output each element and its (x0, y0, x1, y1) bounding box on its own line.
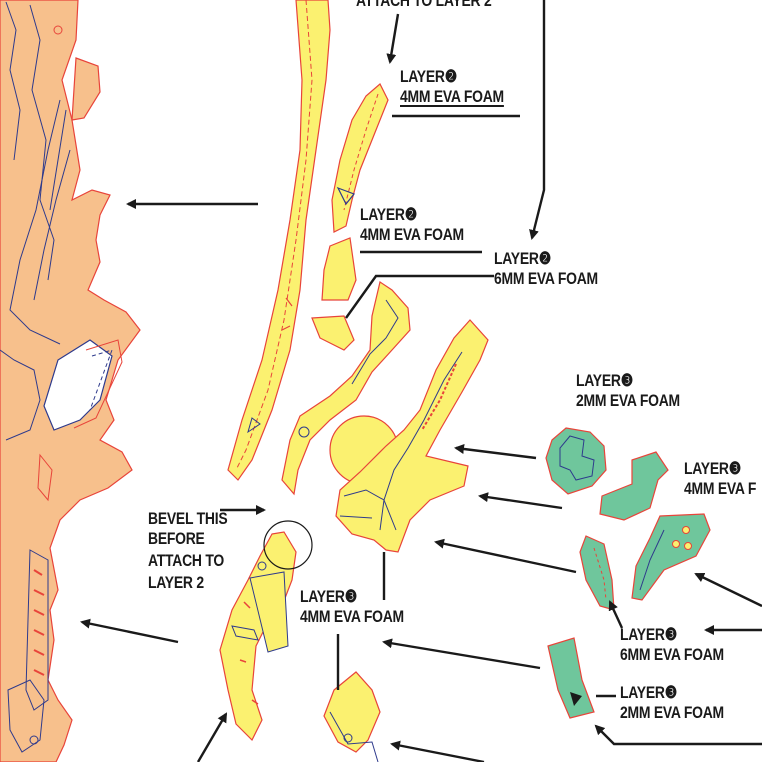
layer2-curved-piece (331, 83, 389, 233)
layer2-4mm-label-a: 4MM EVA FOAM (400, 87, 504, 106)
bevel-note-line3: ATTACH TO (148, 551, 225, 570)
attach-to-layer2-label-top: ATTACH TO LAYER 2 (356, 0, 492, 10)
layer3-4mm-label-c: 4MM EVA FOAM (300, 607, 404, 626)
leader-arrows (80, 0, 762, 762)
layer3-label-a: LAYER❸ (576, 371, 633, 390)
layer3-2mm-label-a: 2MM EVA FOAM (576, 391, 680, 410)
layer2-label-b: LAYER❷ (360, 205, 417, 224)
layer2-long-blade (227, 0, 331, 481)
layer3-6mm-label: 6MM EVA FOAM (620, 645, 724, 664)
layer2-small-pieces (311, 237, 357, 351)
layer3-green-pieces (545, 427, 711, 719)
layer3-label-d: LAYER❸ (620, 625, 677, 644)
layer2-4mm-label-b: 4MM EVA FOAM (360, 225, 464, 244)
leader-lines (336, 114, 616, 698)
layer1-base-piece (0, 0, 141, 762)
layer3-2mm-label-e: 2MM EVA FOAM (620, 703, 724, 722)
layer2-label-c: LAYER❷ (494, 249, 551, 268)
bevel-callout-circle (263, 520, 313, 570)
bevel-note-line4: LAYER 2 (148, 573, 204, 592)
layer2-label-a: LAYER❷ (400, 67, 457, 86)
layer2-center-assembly (281, 281, 489, 553)
layer3-label-b: LAYER❸ (684, 459, 741, 478)
layer2-6mm-label: 6MM EVA FOAM (494, 269, 598, 288)
bevel-note-line2: BEFORE (148, 529, 205, 548)
layer3-yellow-hilt (219, 531, 381, 762)
layer3-label-e: LAYER❸ (620, 683, 677, 702)
layer3-label-c: LAYER❸ (300, 587, 357, 606)
layer3-4mm-label-b: 4MM EVA F (684, 479, 757, 498)
bevel-note-line1: BEVEL THIS (148, 509, 228, 528)
